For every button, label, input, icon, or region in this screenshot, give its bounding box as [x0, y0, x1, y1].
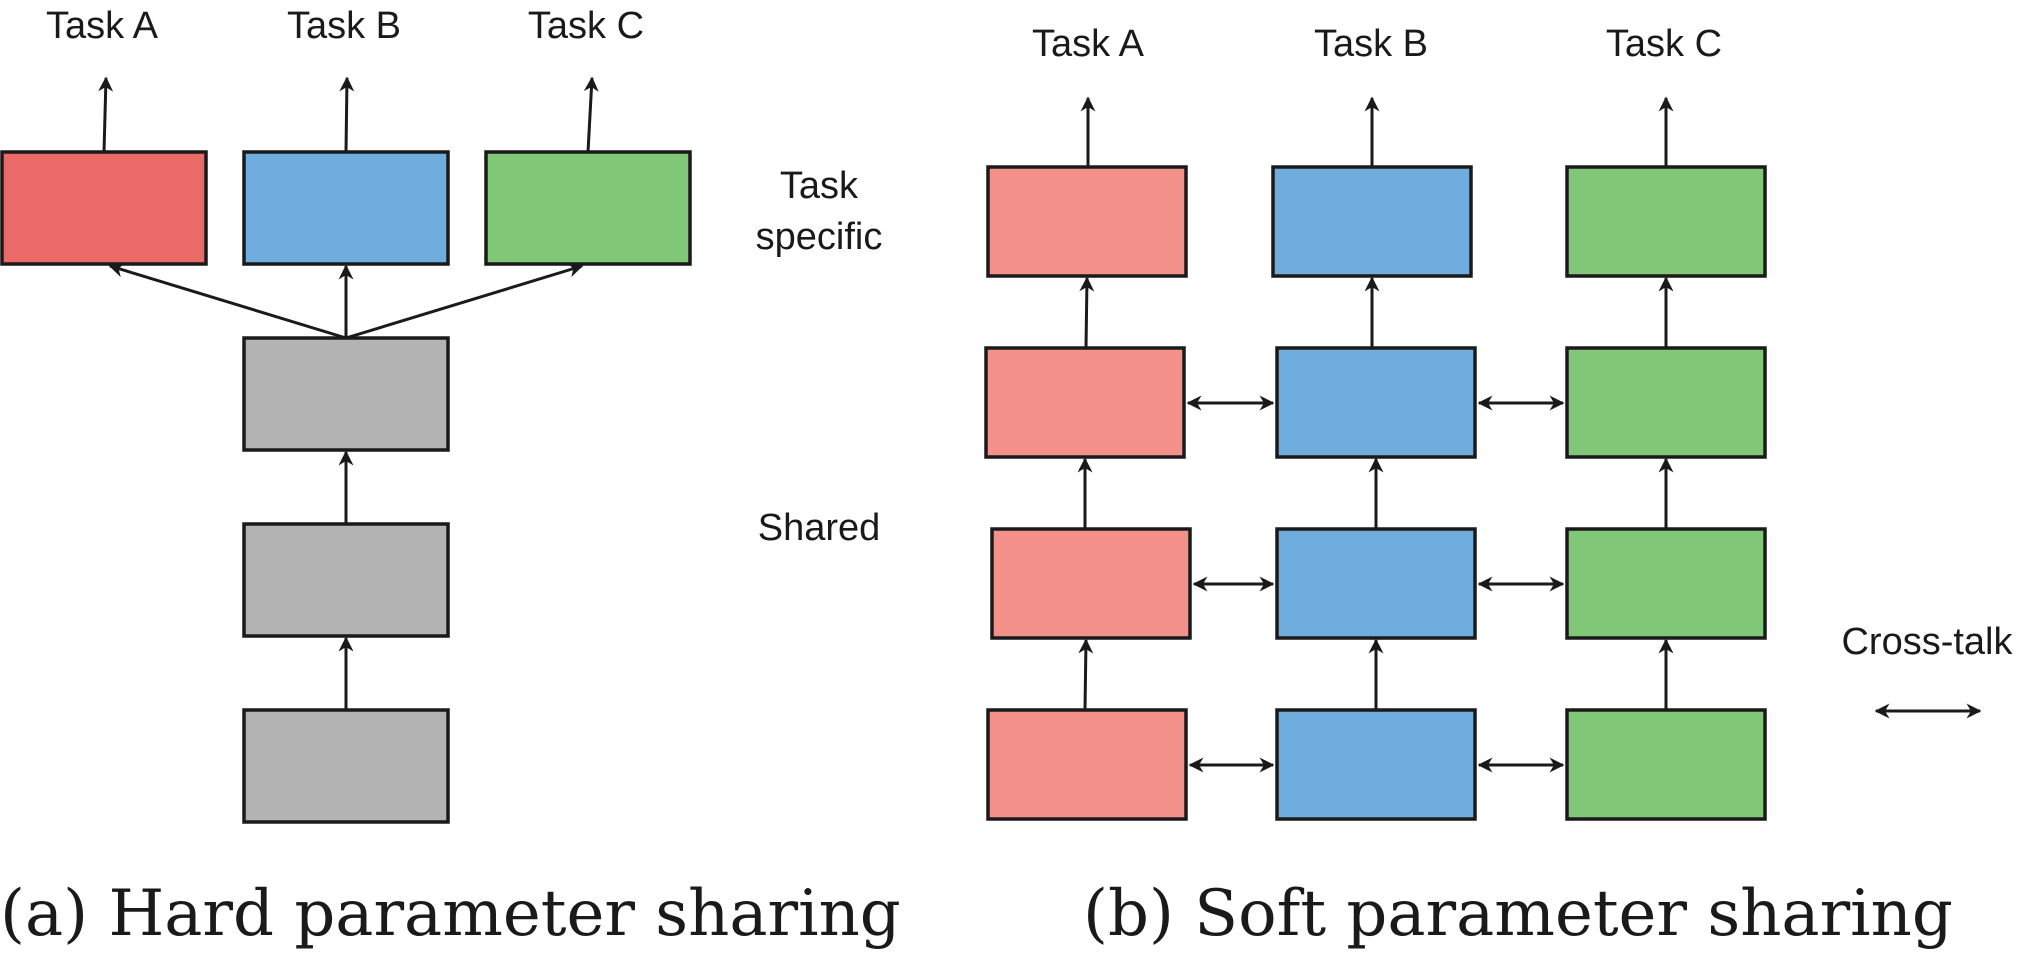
soft-task-b-label: Task B — [1314, 23, 1428, 65]
soft-task-a-layer-1 — [986, 165, 1188, 278]
hard-task-c-output-arrow — [583, 76, 599, 153]
soft-task-a-layer-2 — [984, 346, 1186, 459]
soft-task-a-arrow-2-1 — [1079, 276, 1095, 349]
soft-task-c-layer-4 — [1565, 708, 1767, 821]
soft-task-a-label: Task A — [1032, 23, 1145, 65]
hard-task-a-label: Task A — [46, 5, 159, 47]
hard-fanout-arrow-a — [108, 262, 347, 340]
soft-task-b-layer-4 — [1275, 708, 1477, 821]
cross-talk-label: Cross-talk — [1841, 621, 2013, 663]
soft-task-a-layer-3 — [990, 527, 1192, 640]
soft-task-b-layer-3 — [1275, 527, 1477, 640]
soft-task-b-layer-1 — [1271, 165, 1473, 278]
hard-task-a-output-arrow — [98, 76, 114, 153]
hard-task-b-output-arrow — [339, 76, 355, 153]
hard-sharing-panel: Task A Task B Task C (a) Hard parameter … — [0, 5, 901, 951]
side-labels: Task specific Shared — [756, 165, 883, 549]
hard-shared-layer-middle — [242, 522, 450, 638]
task-specific-label-line2: specific — [756, 216, 883, 258]
soft-task-b-layer-2 — [1275, 346, 1477, 459]
soft-task-a-arrow-4-3 — [1078, 638, 1094, 711]
hard-task-c-label: Task C — [528, 5, 644, 47]
task-specific-label-line1: Task — [780, 165, 859, 207]
hard-task-b-label: Task B — [287, 5, 401, 47]
soft-sharing-caption: (b) Soft parameter sharing — [1083, 877, 1953, 951]
soft-task-c-layer-2 — [1565, 346, 1767, 459]
cross-talk-legend: Cross-talk — [1841, 621, 2014, 719]
soft-task-a-layer-4 — [986, 708, 1188, 821]
hard-fanout-arrow-c — [345, 262, 584, 340]
hard-shared-layer-top — [242, 336, 450, 452]
shared-label: Shared — [758, 507, 881, 549]
soft-task-c-layer-1 — [1565, 165, 1767, 278]
soft-task-c-layer-3 — [1565, 527, 1767, 640]
hard-task-a-layer — [0, 150, 208, 266]
soft-sharing-panel: Task A Task B Task C — [984, 23, 1953, 951]
hard-task-c-layer — [484, 150, 692, 266]
hard-task-b-layer — [242, 150, 450, 266]
hard-shared-layer-bottom — [242, 708, 450, 824]
hard-sharing-caption: (a) Hard parameter sharing — [0, 877, 901, 951]
soft-task-c-label: Task C — [1606, 23, 1722, 65]
